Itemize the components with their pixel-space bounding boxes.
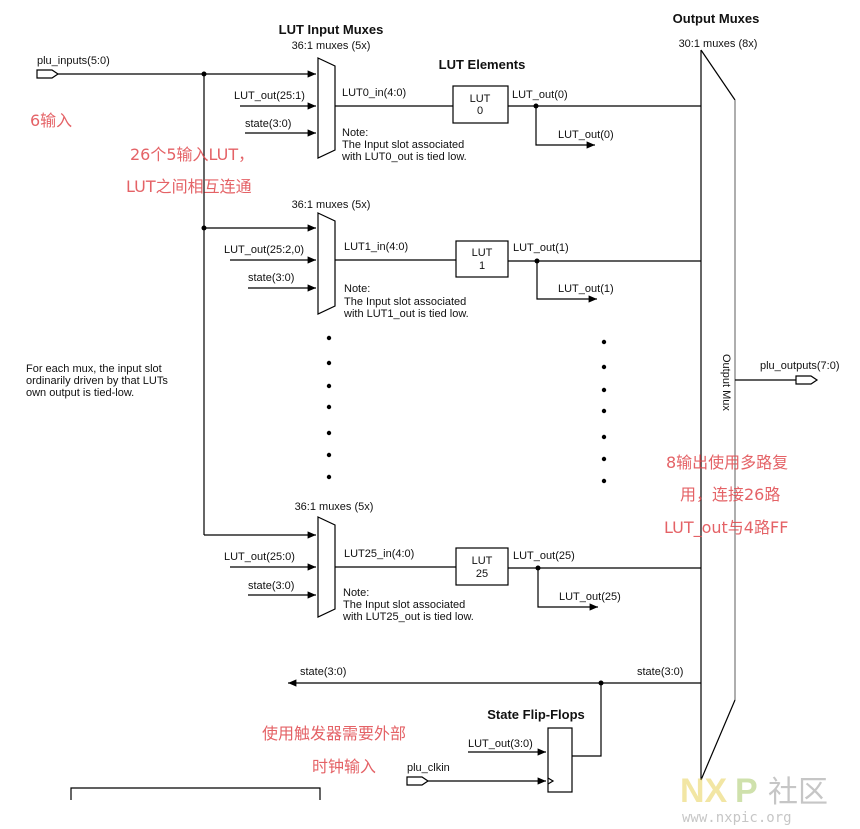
output-muxes-subtitle: 30:1 muxes (8x) bbox=[679, 38, 758, 50]
svg-text:社区: 社区 bbox=[768, 775, 828, 810]
ff-input-label: LUT_out(3:0) bbox=[468, 738, 533, 750]
wire bbox=[536, 261, 597, 303]
side-note: ordinarily driven by that LUTs bbox=[26, 375, 168, 387]
annotation: 时钟输入 bbox=[312, 757, 376, 776]
lut-box bbox=[455, 240, 509, 278]
lut-group-0: 36:1 muxes (5x) LUT_out(25:1) state(3:0)… bbox=[234, 40, 701, 163]
mux-state-label: state(3:0) bbox=[245, 118, 291, 130]
mux-subtitle: 36:1 muxes (5x) bbox=[295, 501, 374, 513]
svg-text:P: P bbox=[735, 772, 758, 810]
note: The Input slot associated bbox=[342, 139, 464, 151]
note: with LUT0_out is tied low. bbox=[341, 151, 467, 163]
lut-number: 25 bbox=[476, 568, 488, 580]
wire bbox=[537, 568, 598, 611]
lut-elements-title: LUT Elements bbox=[439, 57, 526, 72]
lut-out-branch-label: LUT_out(25) bbox=[559, 591, 621, 603]
note: Note: bbox=[342, 127, 368, 139]
output-mux: Output Mux bbox=[700, 49, 736, 781]
mux-bus-label: LUT_out(25:1) bbox=[234, 90, 305, 102]
annotation: 使用触发器需要外部 bbox=[262, 724, 406, 743]
side-note: own output is tied-low. bbox=[26, 387, 134, 399]
plu-clkin-label: plu_clkin bbox=[407, 762, 450, 774]
lut-out-label: LUT_out(25) bbox=[513, 550, 575, 562]
output-port-icon bbox=[795, 375, 819, 385]
mux-state-label: state(3:0) bbox=[248, 580, 294, 592]
lut-name: LUT bbox=[470, 93, 491, 105]
input-port-icon bbox=[36, 69, 60, 79]
ellipsis-dots bbox=[326, 335, 607, 484]
lut-out-label: LUT_out(0) bbox=[512, 89, 568, 101]
lut-out-branch-label: LUT_out(0) bbox=[558, 129, 614, 141]
nxp-watermark: NX P 社区 www.nxpic.org bbox=[680, 772, 828, 826]
svg-text:NX: NX bbox=[680, 772, 728, 810]
lut-name: LUT bbox=[472, 555, 493, 567]
note: The Input slot associated bbox=[344, 296, 466, 308]
input-mux bbox=[317, 57, 336, 159]
mux-bus-label: LUT_out(25:2,0) bbox=[224, 244, 304, 256]
note: with LUT25_out is tied low. bbox=[342, 611, 474, 623]
note: with LUT1_out is tied low. bbox=[343, 308, 469, 320]
plu-inputs-label: plu_inputs(5:0) bbox=[37, 55, 110, 67]
lut-number: 1 bbox=[479, 260, 485, 272]
side-note: For each mux, the input slot bbox=[26, 363, 162, 375]
lut-box bbox=[455, 547, 509, 586]
lut-in-label: LUT1_in(4:0) bbox=[344, 241, 408, 253]
flip-flop-box bbox=[547, 727, 573, 793]
output-muxes-title: Output Muxes bbox=[673, 11, 760, 26]
note: The Input slot associated bbox=[343, 599, 465, 611]
input-port-icon bbox=[406, 776, 430, 786]
state-right-label: state(3:0) bbox=[637, 666, 683, 678]
annotation: LUT之间相互连通 bbox=[126, 177, 252, 196]
lut-in-label: LUT25_in(4:0) bbox=[344, 548, 414, 560]
lut-out-branch-label: LUT_out(1) bbox=[558, 283, 614, 295]
mux-bus-label: LUT_out(25:0) bbox=[224, 551, 295, 563]
lut-number: 0 bbox=[477, 105, 483, 117]
annotation: 8输出使用多路复 bbox=[666, 453, 788, 472]
clock-icon bbox=[547, 777, 555, 785]
watermark-url: www.nxpic.org bbox=[682, 810, 792, 826]
plu-outputs-label: plu_outputs(7:0) bbox=[760, 360, 840, 372]
input-mux bbox=[317, 212, 336, 315]
input-mux bbox=[317, 516, 336, 618]
lut-group-1: 36:1 muxes (5x) LUT_out(25:2,0) state(3:… bbox=[224, 199, 701, 320]
wire bbox=[535, 106, 595, 149]
lut-input-muxes-title: LUT Input Muxes bbox=[279, 22, 384, 37]
annotation: 6输入 bbox=[30, 111, 72, 130]
lut-out-label: LUT_out(1) bbox=[513, 242, 569, 254]
note: Note: bbox=[344, 283, 370, 295]
bottom-box bbox=[70, 787, 321, 800]
lut-name: LUT bbox=[472, 247, 493, 259]
mux-state-label: state(3:0) bbox=[248, 272, 294, 284]
annotation: 26个5输入LUT， bbox=[130, 145, 254, 164]
mux-subtitle: 36:1 muxes (5x) bbox=[292, 199, 371, 211]
junction bbox=[201, 225, 207, 231]
state-ff-title: State Flip-Flops bbox=[487, 707, 585, 722]
lut-in-label: LUT0_in(4:0) bbox=[342, 87, 406, 99]
state-left-label: state(3:0) bbox=[300, 666, 346, 678]
note: Note: bbox=[343, 587, 369, 599]
mux-subtitle: 36:1 muxes (5x) bbox=[292, 40, 371, 52]
wire bbox=[572, 683, 602, 757]
lut-group-25: 36:1 muxes (5x) LUT_out(25:0) state(3:0)… bbox=[224, 501, 701, 623]
lut-box bbox=[452, 85, 509, 124]
annotation: 用，连接26路 bbox=[680, 485, 780, 504]
annotation: LUT_out与4路FF bbox=[664, 518, 788, 538]
output-mux-label: Output Mux bbox=[720, 354, 732, 411]
